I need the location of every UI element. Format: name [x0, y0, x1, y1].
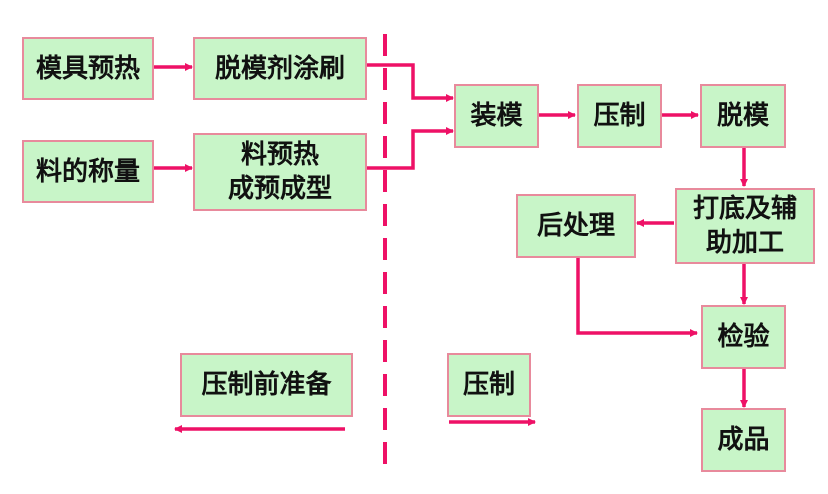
- box-post-treatment: 后处理: [516, 194, 636, 258]
- box-pressing: 压制: [577, 84, 662, 148]
- box-product: 成品: [701, 408, 786, 472]
- arrow-post-to-inspect: [576, 258, 698, 337]
- arrow-preheat-to-load: [366, 127, 454, 170]
- box-weighing: 料的称量: [22, 140, 154, 203]
- box-demolding: 脱模: [700, 84, 786, 148]
- box-inspection: 检验: [701, 305, 786, 369]
- arrow-release-to-load: [366, 63, 454, 102]
- box-material-preheat: 料预热 成预成型: [193, 133, 367, 211]
- box-release-agent: 脱模剂涂刷: [193, 37, 367, 100]
- box-finishing: 打底及辅 助加工: [675, 188, 815, 264]
- box-loading: 装模: [454, 84, 539, 148]
- box-mold-preheat: 模具预热: [22, 37, 154, 100]
- legend-press: 压制: [447, 353, 531, 417]
- legend-pre-press: 压制前准备: [180, 353, 353, 417]
